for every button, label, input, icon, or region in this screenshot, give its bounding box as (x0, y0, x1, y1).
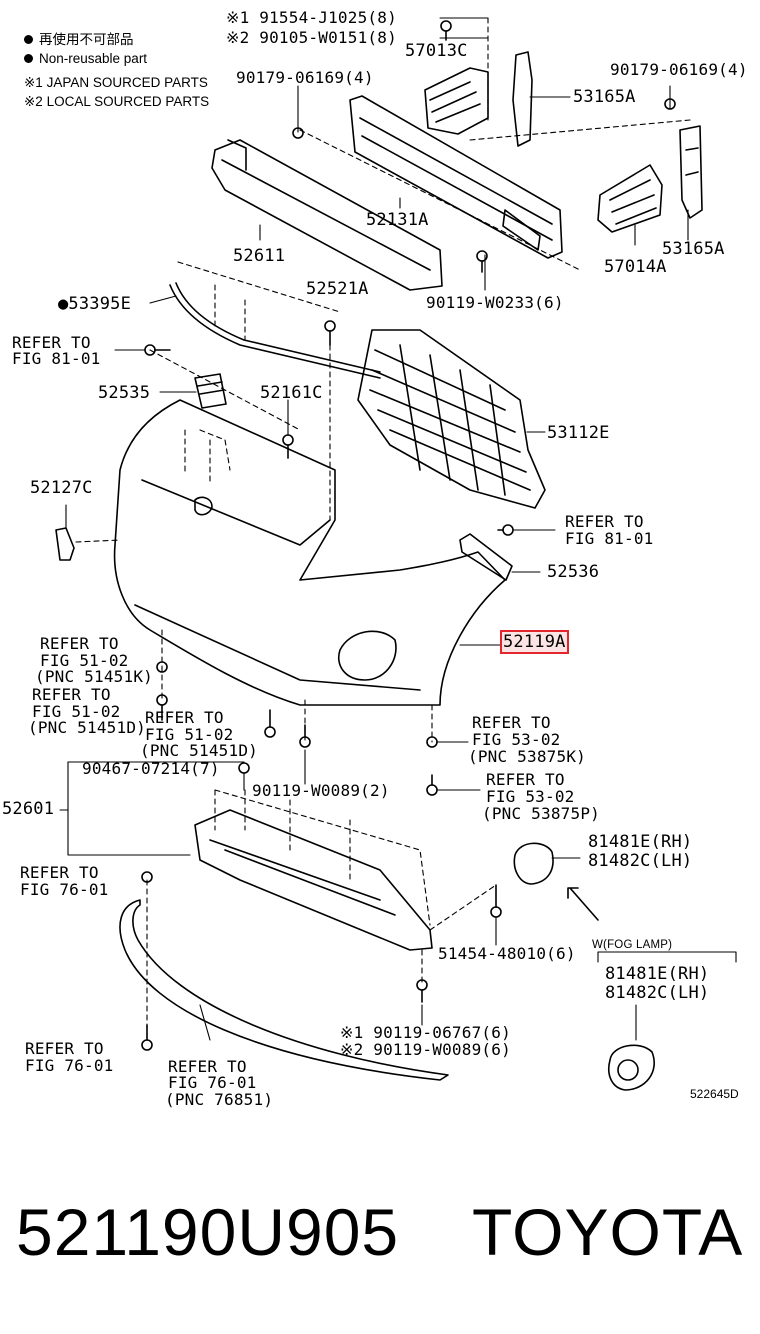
bracket-57014a (597, 164, 663, 233)
label-ref76-c-line2[interactable]: FIG 76-01 (168, 1073, 257, 1092)
label-53165a-upper[interactable]: 53165A (573, 87, 636, 107)
label-ref51-e-line2[interactable]: FIG 51-02 (145, 725, 234, 744)
bullet-icon (24, 54, 33, 63)
molding-53395e (149, 261, 381, 379)
fog-cover-81481e-upper (513, 842, 599, 921)
label-top-bolt-2[interactable]: ※2 90105-W0151(8) (226, 28, 397, 47)
label-top-bolt-1[interactable]: ※1 91554-J1025(8) (226, 8, 397, 27)
label-ref76-c-line1[interactable]: REFER TO (168, 1057, 247, 1076)
diagram-code: 522645D (690, 1087, 739, 1101)
label-ref81-b-line2[interactable]: FIG 81-01 (565, 529, 654, 548)
label-53395e[interactable]: ●53395E (58, 294, 132, 314)
label-ref81-a-line2[interactable]: FIG 81-01 (12, 349, 101, 368)
label-ref51-k-line3[interactable]: (PNC 51451K) (35, 667, 153, 686)
label-57013c[interactable]: 57013C (405, 41, 468, 61)
label-ref76-a-line2[interactable]: FIG 76-01 (20, 880, 109, 899)
retainer-52127c (55, 504, 121, 561)
label-ref51-d-line1[interactable]: REFER TO (32, 685, 111, 704)
footer-brand: TOYOTA (472, 1195, 744, 1269)
label-ref81-b-line1[interactable]: REFER TO (565, 512, 644, 531)
label-ref53-p-line3[interactable]: (PNC 53875P) (482, 804, 600, 823)
label-52131a[interactable]: 52131A (366, 210, 429, 230)
lower-spoiler (119, 899, 449, 1081)
grille-53112e (357, 329, 546, 509)
label-52601[interactable]: 52601 (2, 799, 55, 819)
label-53165a-lower[interactable]: 53165A (662, 239, 725, 259)
bracket-53165a-upper (512, 51, 533, 147)
label-ref53-k-line1[interactable]: REFER TO (472, 713, 551, 732)
label-90119-06767[interactable]: ※1 90119-06767(6) (340, 1023, 511, 1042)
label-ref51-d-line2[interactable]: FIG 51-02 (32, 702, 121, 721)
reinforcement-52131a (349, 95, 563, 259)
highlighted-part-number: 52119A (500, 630, 569, 654)
legend-non-reusable-en: Non-reusable part (24, 51, 147, 67)
label-90119-w0089-6[interactable]: ※2 90119-W0089(6) (340, 1040, 511, 1059)
label-ref53-p-line1[interactable]: REFER TO (486, 770, 565, 789)
label-51454[interactable]: 51454-48010(6) (438, 944, 576, 963)
legend-text-jp: 再使用不可部品 (39, 32, 134, 47)
label-90467[interactable]: 90467-07214(7) (82, 759, 220, 778)
bracket-57013c (424, 67, 489, 135)
label-ref51-d-line3[interactable]: (PNC 51451D) (28, 718, 146, 737)
label-52521a[interactable]: 52521A (306, 279, 369, 299)
label-ref81-a-line1[interactable]: REFER TO (12, 333, 91, 352)
legend-text-en: Non-reusable part (39, 51, 148, 66)
label-81482c-lh-upper[interactable]: 81482C(LH) (588, 851, 693, 871)
label-90179-right[interactable]: 90179-06169(4) (610, 60, 748, 79)
label-81482c-lh-lower[interactable]: 81482C(LH) (605, 983, 710, 1003)
label-90119-w0089-2[interactable]: 90119-W0089(2) (252, 781, 390, 800)
bumper-cover-52119a (113, 399, 506, 706)
label-ref76-a-line1[interactable]: REFER TO (20, 863, 99, 882)
bracket-53165a-lower (679, 125, 703, 219)
retainer-52535 (159, 373, 227, 409)
leader-lines-top (259, 17, 691, 291)
legend-note-1: ※1 JAPAN SOURCED PARTS (24, 75, 208, 90)
label-ref76-b-line1[interactable]: REFER TO (25, 1039, 104, 1058)
label-ref53-p-line2[interactable]: FIG 53-02 (486, 787, 575, 806)
label-52535[interactable]: 52535 (98, 383, 151, 403)
label-ref51-e-line3[interactable]: (PNC 51451D) (140, 741, 258, 760)
label-90119-w0233[interactable]: 90119-W0233(6) (426, 293, 564, 312)
label-ref51-e-line1[interactable]: REFER TO (145, 708, 224, 727)
label-81481e-rh-lower[interactable]: 81481E(RH) (605, 964, 710, 984)
label-81481e-rh-upper[interactable]: 81481E(RH) (588, 832, 693, 852)
label-53112e[interactable]: 53112E (547, 423, 610, 443)
fog-cover-81481e-lower (608, 1044, 655, 1091)
retainer-52536 (459, 533, 541, 581)
label-52119a[interactable]: 52119A (500, 630, 569, 654)
under-cover-52601 (59, 761, 433, 951)
label-ref76-c-line3[interactable]: (PNC 76851) (165, 1090, 274, 1109)
label-ref76-b-line2[interactable]: FIG 76-01 (25, 1056, 114, 1075)
dashed-connectors (146, 344, 497, 1041)
label-52536[interactable]: 52536 (547, 562, 600, 582)
label-leaders (74, 749, 497, 1026)
label-ref53-k-line3[interactable]: (PNC 53875K) (468, 747, 586, 766)
legend-non-reusable-jp: 再使用不可部品 (24, 32, 134, 48)
absorber-52611 (211, 139, 443, 291)
label-90179-left[interactable]: 90179-06169(4) (236, 68, 374, 87)
footer-part-number: 521190U905 (16, 1195, 400, 1269)
label-57014a[interactable]: 57014A (604, 257, 667, 277)
label-ref53-k-line2[interactable]: FIG 53-02 (472, 730, 561, 749)
label-52161c[interactable]: 52161C (260, 383, 323, 403)
legend-note-2: ※2 LOCAL SOURCED PARTS (24, 94, 210, 109)
label-52127c[interactable]: 52127C (30, 478, 93, 498)
bullet-icon (24, 35, 33, 44)
label-fog-lamp: W(FOG LAMP) (592, 939, 673, 951)
label-ref51-k-line1[interactable]: REFER TO (40, 634, 119, 653)
fog-lamp-bracket (597, 951, 737, 1041)
label-ref51-k-line2[interactable]: FIG 51-02 (40, 651, 129, 670)
label-52611[interactable]: 52611 (233, 246, 286, 266)
